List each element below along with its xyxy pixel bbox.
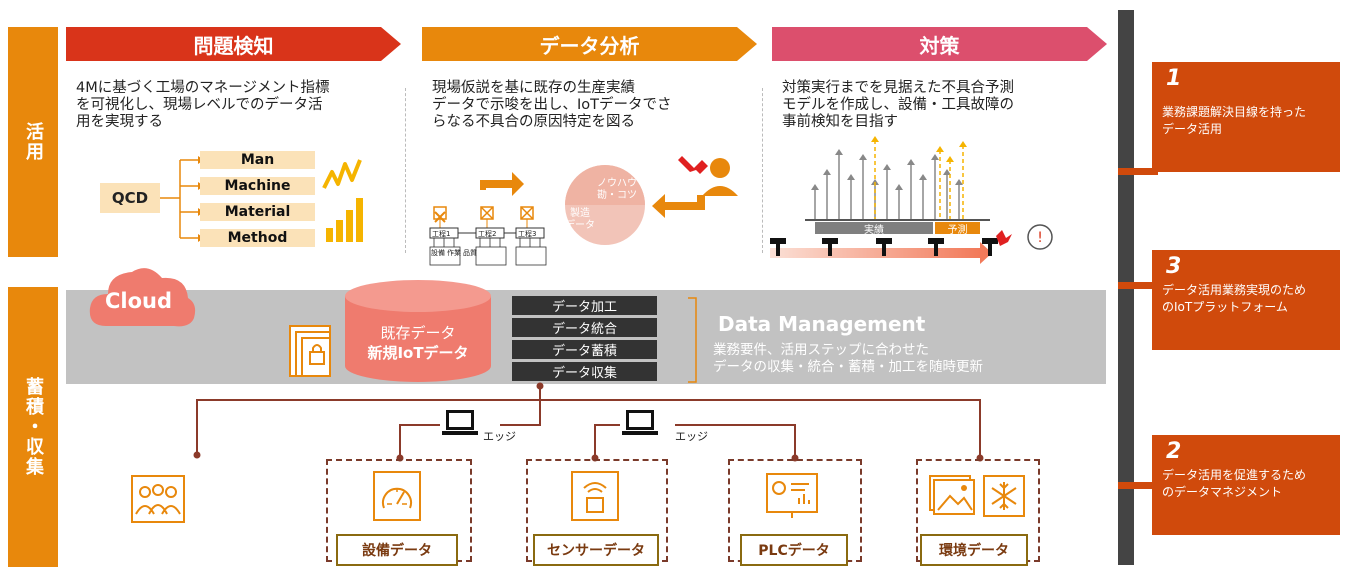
- cylinder-label-existing: 既存データ: [380, 324, 456, 342]
- sub-label-equipment: 設備: [431, 249, 445, 257]
- analysis-description: 現場仮説を基に既存の生産実績 データで示唆を出し、IoTデータでさ らなる不具合…: [432, 80, 672, 130]
- edge-label-2: エッジ: [675, 430, 708, 443]
- cloud-label: Cloud: [105, 289, 173, 313]
- sub-label-quality: 品質: [463, 249, 477, 257]
- qcd-box: QCD: [100, 183, 160, 213]
- laptop-icon: [442, 410, 478, 435]
- prediction-chart: !: [770, 136, 1053, 264]
- laptop-icon: [622, 410, 658, 435]
- m-item-machine: Machine: [200, 177, 315, 195]
- manufacturing-data-label: 製造 データ: [565, 208, 595, 231]
- goal-box-1: 1 業務課題解決目線を持った データ活用: [1152, 62, 1340, 172]
- stage-countermeasure: 対策: [772, 27, 1107, 61]
- goal-box-2: 2 データ活用を促進するため のデータマネジメント: [1152, 435, 1340, 535]
- cloud-icon: [89, 268, 196, 327]
- people-icon: [131, 475, 185, 523]
- source-label-plc: PLCデータ: [740, 534, 848, 566]
- actual-label: 実績: [864, 225, 884, 236]
- analysis-diagram: [429, 156, 738, 266]
- dm-step-storage: データ蓄積: [512, 340, 657, 359]
- goal-box-3: 3 データ活用業務実現のため のIoTプラットフォーム: [1152, 250, 1340, 350]
- dm-step-processing: データ加工: [512, 296, 657, 315]
- m-item-method: Method: [200, 229, 315, 247]
- source-label-sensor: センサーデータ: [533, 534, 659, 566]
- environment-icon: [929, 475, 1025, 517]
- m-item-material: Material: [200, 203, 315, 221]
- presentation-icon: [766, 473, 818, 518]
- sensor-icon: [571, 471, 619, 521]
- svg-text:!: !: [1037, 230, 1043, 246]
- edge-label-1: エッジ: [483, 430, 516, 443]
- connector-1: [1118, 168, 1158, 175]
- forecast-label: 予測: [947, 225, 968, 236]
- goal-number-2: 2: [1166, 439, 1182, 464]
- trend-icon: [322, 159, 363, 242]
- separator: [405, 88, 406, 253]
- countermeasure-description: 対策実行までを見据えた不具合予測 モデルを作成し、設備・工具故障の 事前検知を目…: [782, 80, 1014, 130]
- dm-step-collection: データ収集: [512, 362, 657, 381]
- separator: [762, 88, 763, 253]
- qcd-connector: [160, 156, 204, 242]
- bracket: [688, 297, 697, 383]
- data-management-description: 業務要件、活用ステップに合わせた データの収集・統合・蓄積・加工を随時更新: [713, 342, 983, 375]
- secure-storage-icon: [289, 325, 331, 377]
- process-step-3: 工程3: [518, 230, 537, 238]
- sub-label-work: 作業: [447, 249, 461, 257]
- stage-data-analysis: データ分析: [422, 27, 757, 61]
- goal-text-2: データ活用を促進するため のデータマネジメント: [1162, 468, 1307, 499]
- source-label-environment: 環境データ: [920, 534, 1028, 566]
- process-step-2: 工程2: [478, 230, 497, 238]
- gauge-icon: [373, 471, 421, 521]
- connector-3: [1118, 282, 1158, 289]
- data-management-title: Data Management: [718, 312, 926, 336]
- section-label-accumulation: 蓄積・収集: [8, 287, 58, 567]
- goal-number-3: 3: [1166, 254, 1182, 279]
- stage-problem-detection: 問題検知: [66, 27, 401, 61]
- process-step-1: 工程1: [432, 230, 451, 238]
- know-how-label: ノウハウ 勘・コツ: [597, 178, 637, 201]
- m-item-man: Man: [200, 151, 315, 169]
- goal-number-1: 1: [1166, 66, 1182, 91]
- connector-2: [1118, 482, 1158, 489]
- database-cylinder: [345, 280, 491, 382]
- goal-text-1: 業務課題解決目線を持った データ活用: [1162, 105, 1307, 136]
- source-label-equipment: 設備データ: [336, 534, 458, 566]
- cylinder-label-iot: 新規IoTデータ: [367, 344, 469, 362]
- problem-description: 4Mに基づく工場のマネージメント指標 を可視化し、現場レベルでのデータ活 用を実…: [76, 80, 330, 130]
- dm-step-integration: データ統合: [512, 318, 657, 337]
- section-label-utilization: 活用: [8, 27, 58, 257]
- goal-text-3: データ活用業務実現のため のIoTプラットフォーム: [1162, 283, 1307, 314]
- process-sub-labels: 設備 作業 品質: [431, 248, 477, 258]
